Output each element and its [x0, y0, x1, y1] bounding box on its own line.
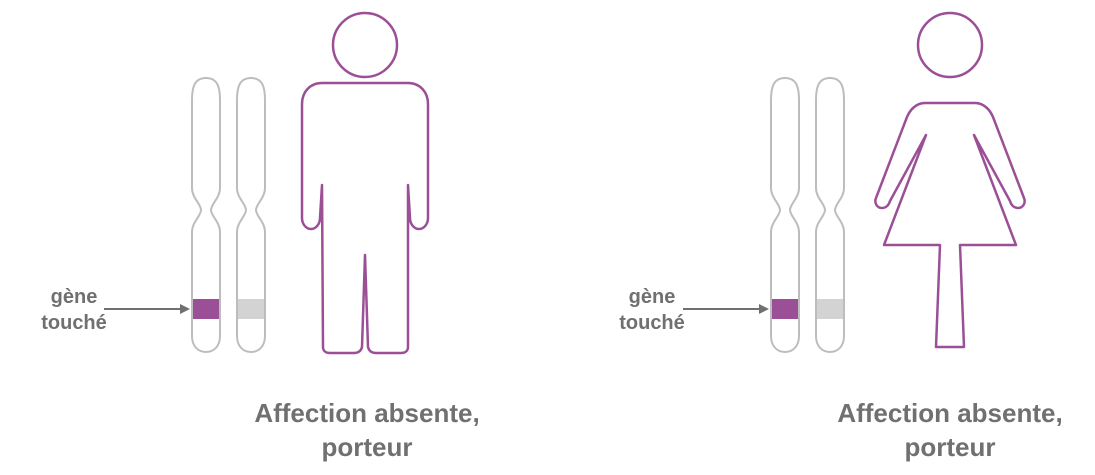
- panel-male: [104, 11, 430, 355]
- normal-gene-band: [817, 299, 843, 319]
- caption-line2: porteur: [904, 432, 996, 462]
- gene-label-male: gène touché: [14, 284, 134, 336]
- chromosome-affected: [770, 76, 800, 354]
- gene-label-line1: gène: [50, 286, 98, 308]
- normal-gene-band: [238, 299, 264, 319]
- caption-line2: porteur: [321, 432, 413, 462]
- caption-line1: Affection absente,: [837, 398, 1063, 428]
- caption-line1: Affection absente,: [254, 398, 480, 428]
- chromosome-normal: [236, 76, 266, 354]
- panel-female: [683, 11, 1026, 354]
- caption-female: Affection absente, porteur: [790, 396, 1095, 464]
- affected-gene-band: [772, 299, 798, 319]
- chromosome-normal: [815, 76, 845, 354]
- gene-label-line1: gène: [628, 286, 676, 308]
- gene-label-female: gène touché: [592, 284, 712, 336]
- male-figure-icon: [300, 11, 430, 355]
- chromosome-affected: [191, 76, 221, 354]
- caption-male: Affection absente, porteur: [207, 396, 527, 464]
- gene-label-line2: touché: [619, 312, 685, 334]
- female-figure-icon: [874, 11, 1026, 349]
- affected-gene-band: [193, 299, 219, 319]
- gene-label-line2: touché: [41, 312, 107, 334]
